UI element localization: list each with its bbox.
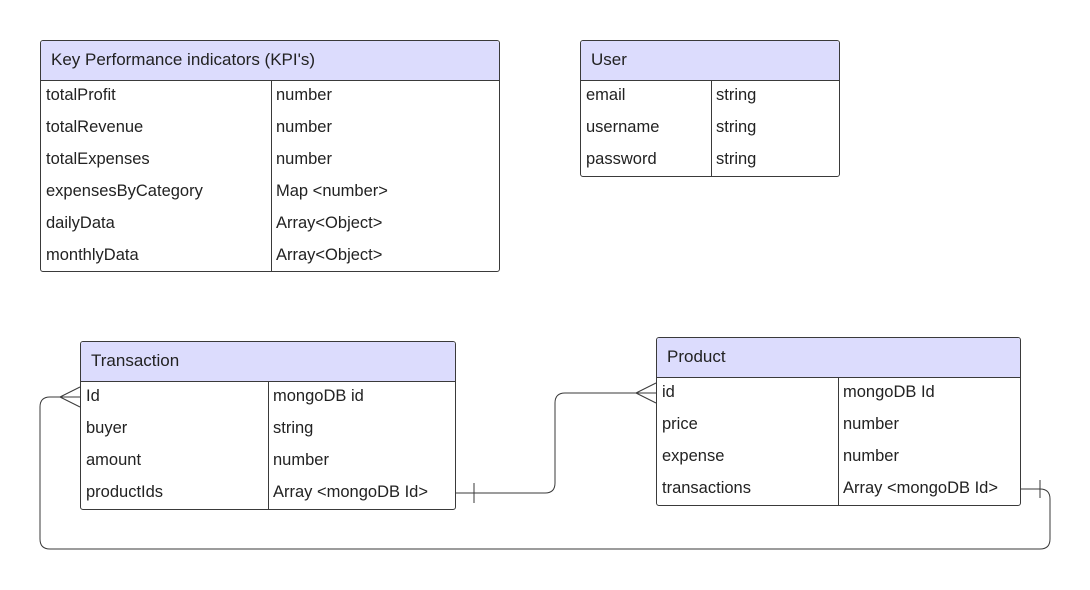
field-type: string <box>716 150 757 168</box>
field-type: string <box>716 118 757 136</box>
entity-product-row: price number <box>657 410 1020 442</box>
entity-product-row: transactions Array <mongoDB Id> <box>657 474 1020 505</box>
field-name: id <box>662 383 675 401</box>
entity-transaction-body: Id mongoDB id buyer string amount number… <box>81 382 455 509</box>
entity-product-row: expense number <box>657 442 1020 474</box>
entity-product[interactable]: Product id mongoDB Id price number expen… <box>656 337 1021 506</box>
entity-kpi-title: Key Performance indicators (KPI's) <box>51 50 316 69</box>
field-name: totalExpenses <box>46 150 150 168</box>
field-name: username <box>586 118 660 136</box>
field-type: Map <number> <box>276 182 388 200</box>
entity-transaction-row: Id mongoDB id <box>81 382 455 414</box>
field-type: Array <mongoDB Id> <box>273 483 428 501</box>
field-type: mongoDB id <box>273 387 364 405</box>
field-name: transactions <box>662 479 751 497</box>
field-type: number <box>276 118 332 136</box>
entity-transaction-header: Transaction <box>81 342 455 382</box>
field-type: number <box>843 447 899 465</box>
entity-kpi[interactable]: Key Performance indicators (KPI's) total… <box>40 40 500 272</box>
entity-transaction-row: buyer string <box>81 414 455 446</box>
field-type: Array<Object> <box>276 246 383 264</box>
entity-user-header: User <box>581 41 839 81</box>
entity-kpi-row: monthlyData Array<Object> <box>41 241 499 271</box>
entity-transaction-row: amount number <box>81 446 455 478</box>
entity-kpi-row: totalProfit number <box>41 81 499 113</box>
field-name: totalProfit <box>46 86 116 104</box>
entity-kpi-body: totalProfit number totalRevenue number t… <box>41 81 499 271</box>
entity-user-row: username string <box>581 113 839 145</box>
field-name: expense <box>662 447 725 465</box>
entity-product-title: Product <box>667 347 726 366</box>
entity-product-body: id mongoDB Id price number expense numbe… <box>657 378 1020 505</box>
field-type: Array <mongoDB Id> <box>843 479 998 497</box>
field-name: password <box>586 150 657 168</box>
entity-transaction[interactable]: Transaction Id mongoDB id buyer string a… <box>80 341 456 510</box>
entity-product-header: Product <box>657 338 1020 378</box>
field-type: string <box>716 86 757 104</box>
entity-user-body: email string username string password st… <box>581 81 839 176</box>
entity-user[interactable]: User email string username string passwo… <box>580 40 840 177</box>
entity-user-column-divider <box>711 81 712 176</box>
field-name: expensesByCategory <box>46 182 203 200</box>
field-type: Array<Object> <box>276 214 383 232</box>
entity-kpi-row: totalExpenses number <box>41 145 499 177</box>
entity-user-title: User <box>591 50 627 69</box>
field-name: dailyData <box>46 214 115 232</box>
relationship-transaction-product[interactable] <box>456 382 657 503</box>
crows-foot-many-icon <box>635 382 657 404</box>
crows-foot-many-icon <box>59 386 81 408</box>
field-type: string <box>273 419 314 437</box>
entity-kpi-column-divider <box>271 81 272 271</box>
entity-product-row: id mongoDB Id <box>657 378 1020 410</box>
field-type: number <box>273 451 329 469</box>
field-name: email <box>586 86 626 104</box>
field-type: number <box>843 415 899 433</box>
relationship-line <box>456 392 656 494</box>
field-name: price <box>662 415 698 433</box>
entity-transaction-row: productIds Array <mongoDB Id> <box>81 478 455 509</box>
entity-user-row: email string <box>581 81 839 113</box>
entity-kpi-header: Key Performance indicators (KPI's) <box>41 41 499 81</box>
entity-kpi-row: dailyData Array<Object> <box>41 209 499 241</box>
field-type: number <box>276 150 332 168</box>
field-type: mongoDB Id <box>843 383 935 401</box>
field-name: monthlyData <box>46 246 139 264</box>
entity-kpi-row: totalRevenue number <box>41 113 499 145</box>
field-name: Id <box>86 387 100 405</box>
field-name: amount <box>86 451 142 469</box>
field-name: totalRevenue <box>46 118 144 136</box>
field-name: productIds <box>86 483 164 501</box>
field-name: buyer <box>86 419 128 437</box>
entity-transaction-title: Transaction <box>91 351 180 370</box>
entity-user-row: password string <box>581 145 839 176</box>
entity-kpi-row: expensesByCategory Map <number> <box>41 177 499 209</box>
field-type: number <box>276 86 332 104</box>
